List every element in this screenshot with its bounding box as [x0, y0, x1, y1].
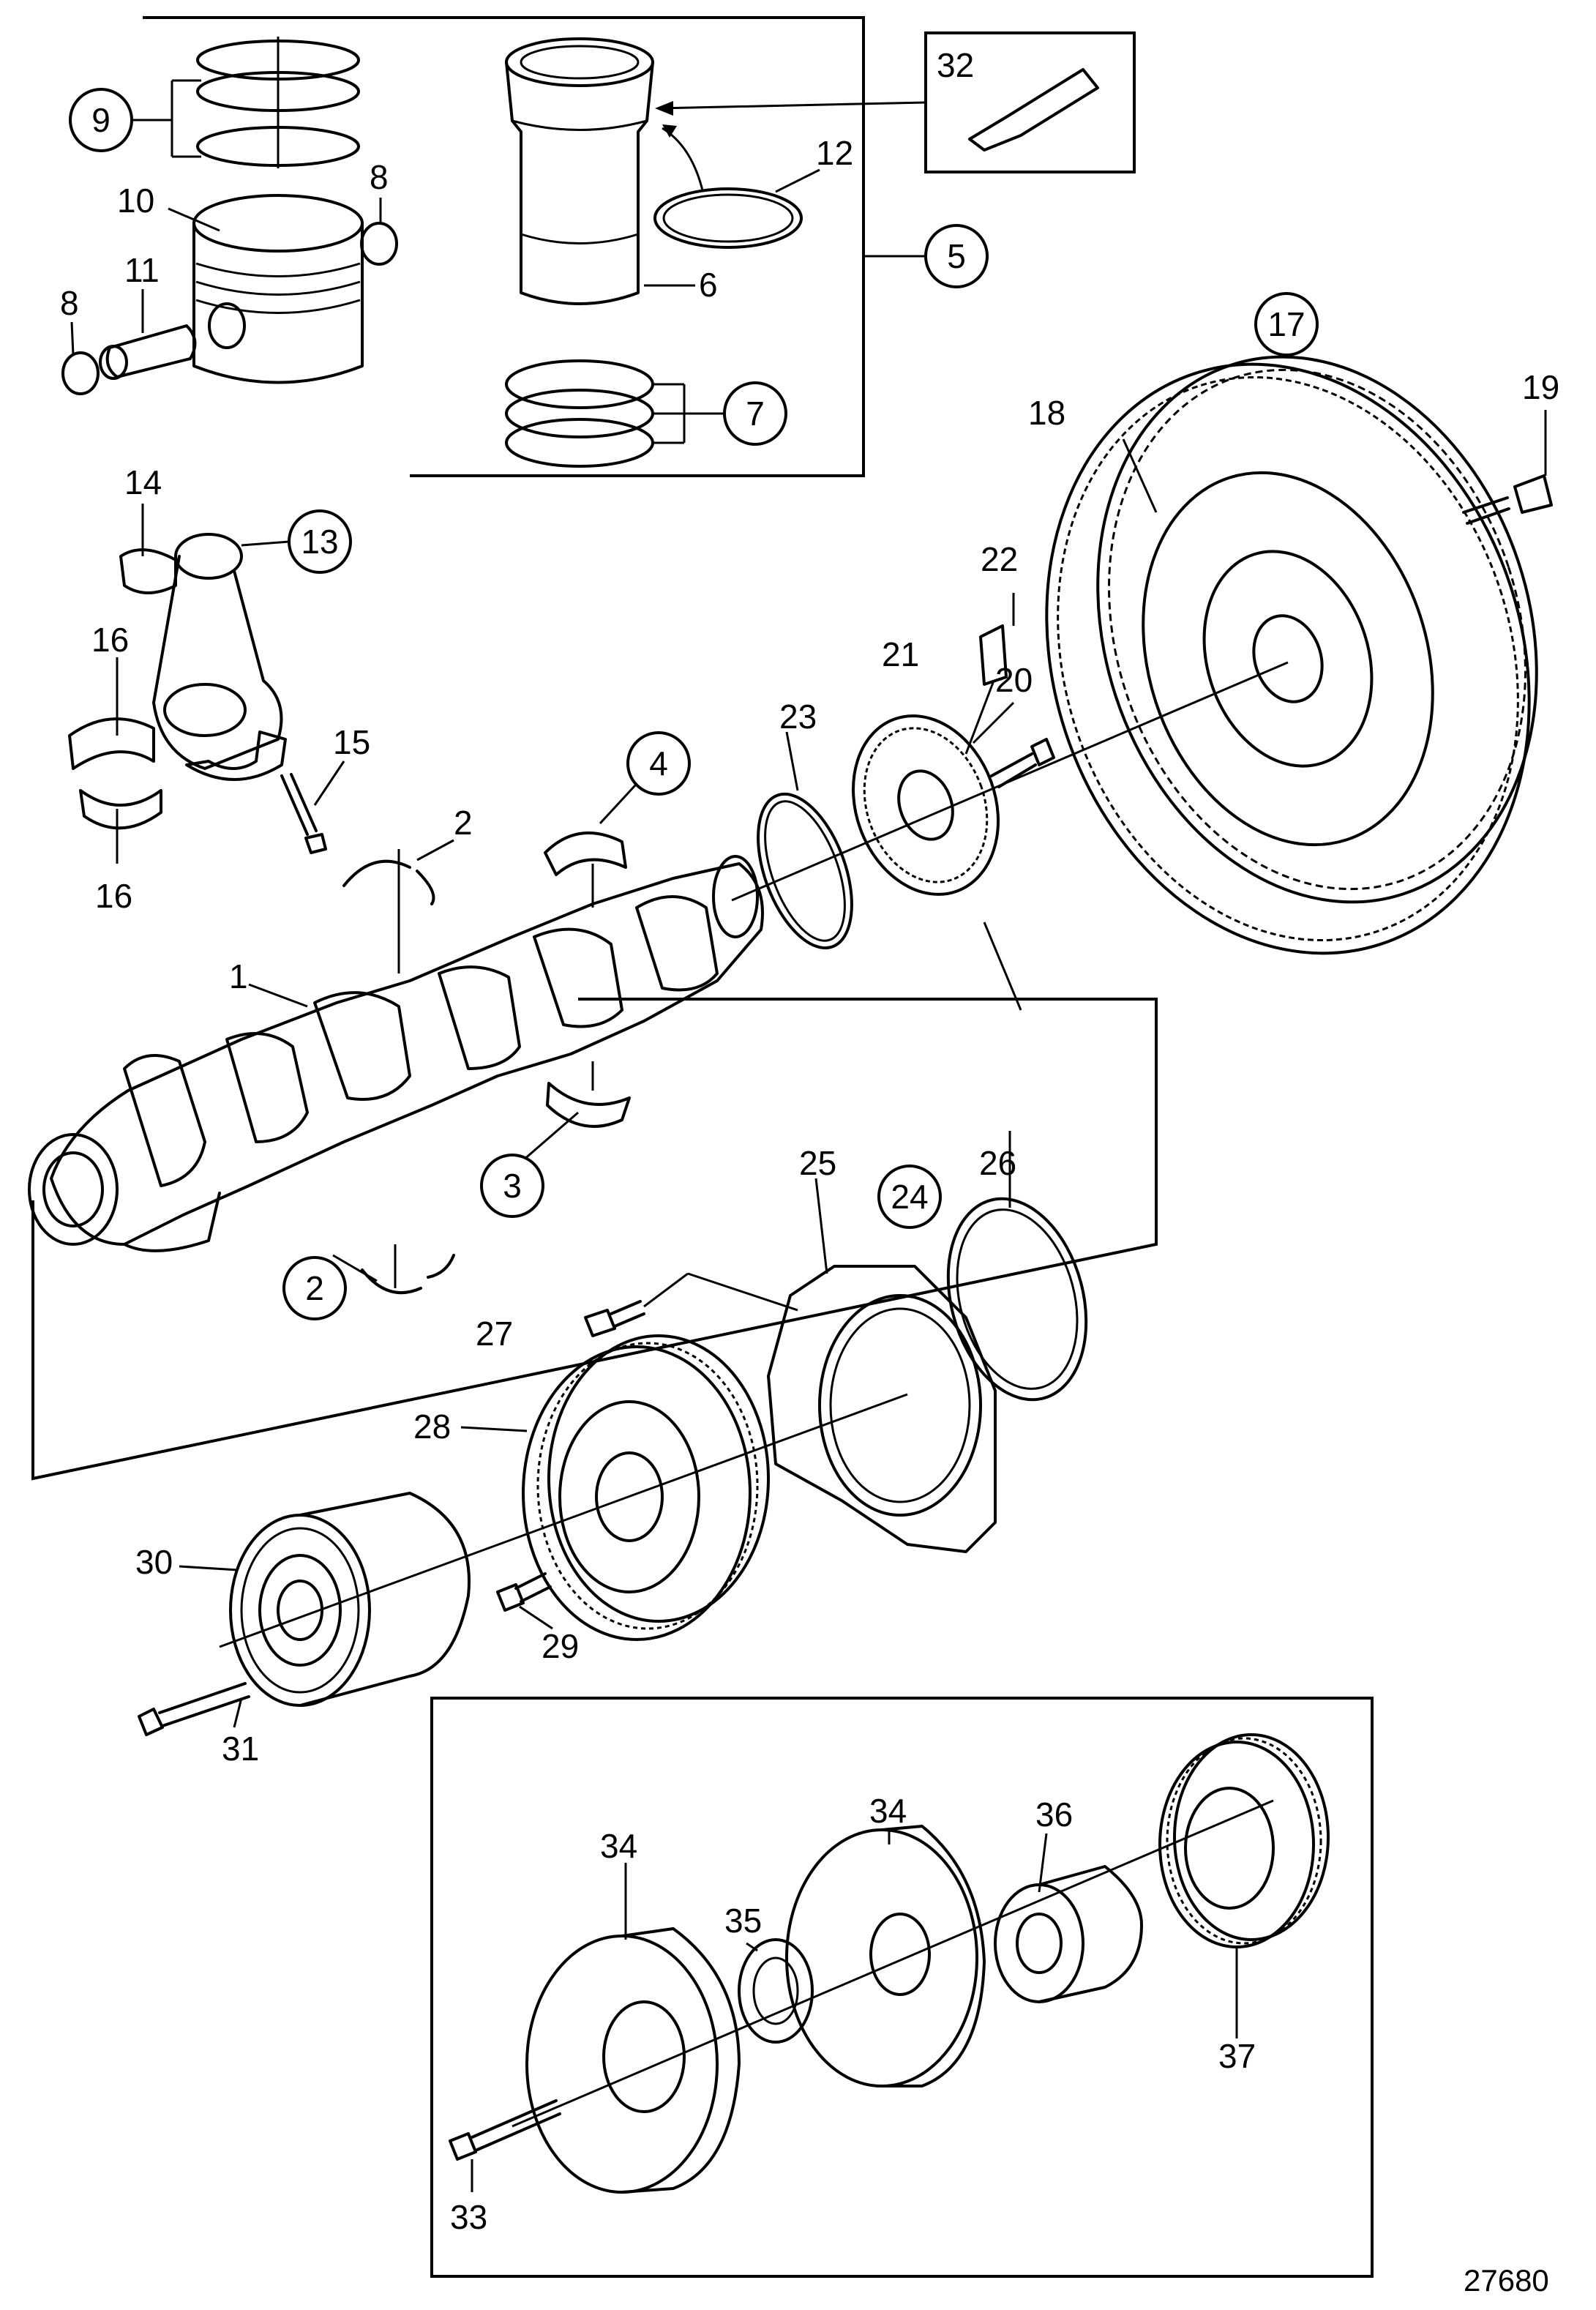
label-11: 11 — [124, 251, 160, 289]
cover-bolt — [584, 1300, 645, 1337]
svg-text:7: 7 — [746, 395, 765, 433]
connecting-rod — [152, 533, 283, 770]
svg-text:13: 13 — [301, 523, 338, 561]
label-15: 15 — [333, 723, 370, 761]
label-16-upper: 16 — [91, 621, 129, 659]
callout-7: 7 — [723, 381, 787, 446]
label-21: 21 — [882, 635, 919, 673]
crankshaft — [28, 855, 764, 1252]
circlip-right — [360, 222, 398, 266]
label-27: 27 — [476, 1315, 513, 1353]
damper-disc-left — [525, 1927, 741, 2194]
label-22: 22 — [981, 540, 1018, 578]
label-23: 23 — [779, 698, 817, 736]
callout-17: 17 — [1254, 292, 1319, 356]
main-bearing-upper — [544, 831, 627, 876]
damper-disc-right — [785, 1825, 986, 2087]
spacer-ring — [738, 1938, 814, 2044]
main-bearing-lower — [546, 1082, 631, 1128]
label-2-upper: 2 — [454, 804, 473, 842]
thrust-washer-upper — [342, 859, 435, 905]
label-19: 19 — [1522, 368, 1559, 406]
flywheel — [1045, 355, 1538, 955]
liner-seal-ring — [653, 187, 803, 249]
big-end-bearing-lower — [79, 789, 162, 830]
callout-3: 3 — [480, 1154, 544, 1218]
pulley-hub — [994, 1865, 1143, 2003]
rod-bolt — [280, 773, 327, 854]
label-37: 37 — [1218, 2037, 1256, 2075]
label-32: 32 — [937, 46, 974, 84]
label-6: 6 — [699, 266, 718, 304]
inset-pulley — [1158, 1733, 1330, 1948]
front-cover — [767, 1265, 997, 1553]
callout-9: 9 — [69, 88, 133, 152]
liner-o-rings — [505, 359, 654, 468]
flywheel-bolt — [1462, 474, 1553, 525]
rear-crank-seal — [757, 792, 853, 950]
svg-text:24: 24 — [891, 1178, 928, 1216]
label-29: 29 — [542, 1627, 579, 1665]
dowel-pin — [979, 624, 1008, 686]
gear-bolt — [990, 738, 1055, 788]
label-30: 30 — [135, 1543, 173, 1581]
label-36: 36 — [1035, 1795, 1073, 1834]
rod-cap — [185, 730, 287, 781]
label-35: 35 — [724, 1902, 762, 1940]
label-1: 1 — [229, 957, 248, 995]
svg-text:4: 4 — [649, 744, 668, 782]
seal-leader — [983, 922, 1022, 1011]
svg-text:3: 3 — [503, 1167, 522, 1205]
callout-5: 5 — [924, 224, 989, 288]
label-26: 26 — [979, 1144, 1016, 1182]
piston-rings — [196, 37, 360, 168]
label-34-left: 34 — [600, 1827, 637, 1865]
callout-4: 4 — [626, 731, 691, 796]
label-16-lower: 16 — [95, 877, 132, 915]
crank-pulley — [522, 1334, 770, 1641]
front-axis-line — [219, 1393, 908, 1648]
inset-long-bolt — [449, 2099, 561, 2161]
leader-lines — [70, 79, 1547, 2192]
piston — [192, 194, 364, 384]
crankshaft-gear — [852, 714, 1000, 896]
small-end-bushing — [119, 548, 177, 594]
svg-text:5: 5 — [947, 237, 966, 275]
piston-pin — [99, 324, 197, 380]
label-8-left: 8 — [60, 284, 79, 322]
cylinder-liner — [505, 37, 654, 305]
label-8-right: 8 — [370, 158, 389, 196]
label-20: 20 — [995, 661, 1033, 699]
label-28: 28 — [413, 1408, 451, 1446]
label-18: 18 — [1028, 394, 1065, 432]
sealant-box — [655, 31, 1136, 173]
thrust-washer-lower — [361, 1254, 455, 1295]
cylinder-kit-frame — [143, 16, 926, 477]
inset-axis-line — [512, 1799, 1274, 2128]
label-25: 25 — [799, 1144, 836, 1182]
pulley-bolt — [496, 1572, 552, 1612]
circlip-left — [61, 351, 100, 395]
label-33: 33 — [450, 2198, 487, 2236]
label-10: 10 — [117, 182, 154, 220]
label-31: 31 — [222, 1730, 259, 1768]
callout-13: 13 — [288, 509, 352, 574]
front-kit-frame — [31, 998, 1158, 1481]
callout-2-lower: 2 — [282, 1256, 347, 1320]
assembly-arrow — [662, 127, 704, 191]
label-12: 12 — [816, 134, 853, 172]
inset-frame — [430, 1697, 1374, 2278]
svg-text:9: 9 — [91, 101, 110, 139]
callout-24: 24 — [877, 1165, 942, 1229]
damper-bolt — [138, 1682, 250, 1736]
front-crank-seal — [946, 1197, 1088, 1402]
label-14: 14 — [124, 463, 162, 501]
label-34-right: 34 — [869, 1792, 907, 1830]
svg-text:17: 17 — [1267, 305, 1305, 343]
big-end-bearing-upper — [68, 717, 155, 770]
figure-number: 27680 — [1464, 2263, 1549, 2298]
svg-text:2: 2 — [305, 1269, 324, 1307]
